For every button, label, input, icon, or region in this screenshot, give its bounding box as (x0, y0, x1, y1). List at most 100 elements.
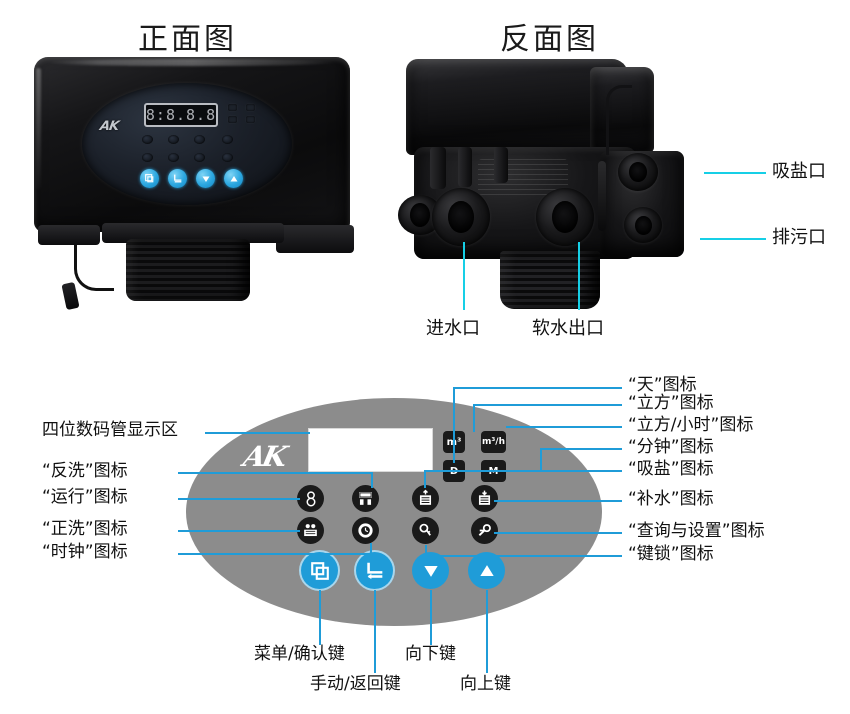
leader-key-lock-h (425, 555, 622, 557)
power-plug (61, 281, 80, 311)
water-inlet-port (432, 188, 490, 246)
menu-confirm-icon (310, 561, 329, 580)
drain-bore (634, 215, 652, 235)
front-key-menu-confirm[interactable] (140, 169, 159, 188)
label-manual-back-key: 手动/返回键 (310, 674, 401, 694)
icon-salt-suction (412, 485, 439, 512)
leader-display-area (205, 432, 310, 434)
water-inlet-bore (448, 201, 474, 233)
led-display-window: 8:8.8.8 (144, 103, 218, 127)
valve-shoulder (102, 223, 284, 243)
label-query-setting-icon: “查询与设置”图标 (628, 521, 765, 541)
status-lamp-refill (222, 135, 233, 144)
icon-clock (352, 517, 379, 544)
photo-label-salt-intake: 吸盐口 (772, 161, 826, 182)
icon-rinse (297, 517, 324, 544)
front-view-photo: AK 8:8.8.8 (28, 55, 368, 311)
leader-soft-water-outlet (578, 242, 580, 310)
front-key-down[interactable] (196, 169, 215, 188)
leader-up-key (486, 590, 488, 673)
label-down-key: 向下键 (405, 644, 456, 664)
photo-label-drain: 排污口 (772, 227, 826, 248)
leader-refill (494, 500, 622, 502)
icon-key-lock (412, 517, 439, 544)
status-lamp-backwash (168, 135, 179, 144)
label-cubic-per-hour-icon: “立方/小时”图标 (628, 415, 754, 435)
leader-query-setting (494, 532, 622, 534)
valve-embossed-text (478, 159, 568, 195)
led-display-value: 8:8.8.8 (145, 106, 217, 124)
indicator-lamp-minute (246, 116, 255, 123)
leader-rinse (178, 530, 300, 532)
valve-cover-right-wing (590, 67, 654, 153)
leader-key-lock-v (425, 545, 427, 557)
label-menu-confirm-key: 菜单/确认键 (254, 644, 345, 664)
label-rinse-icon: “正洗”图标 (42, 519, 128, 539)
power-cable (74, 245, 114, 291)
soft-water-outlet-port (536, 188, 594, 246)
front-view-title: 正面图 (138, 22, 237, 57)
leader-salt-suction-v (424, 470, 426, 488)
backwash-icon (359, 492, 372, 505)
key-up[interactable] (468, 552, 505, 589)
icon-refill (471, 485, 498, 512)
valve-left-side-port-bore (410, 203, 430, 227)
clock-icon (358, 523, 373, 538)
leader-run (178, 498, 300, 500)
threaded-outlet-neck (126, 239, 250, 301)
front-control-panel: AK 8:8.8.8 (82, 83, 292, 205)
rinse-icon (304, 524, 317, 537)
key-manual-back[interactable] (356, 552, 393, 589)
back-threaded-outlet (500, 251, 600, 309)
status-lamp-query-setting (222, 153, 233, 162)
four-digit-display-area (308, 428, 433, 472)
back-view-photo (392, 55, 712, 315)
leader-clock-h (178, 553, 372, 555)
label-backwash-icon: “反洗”图标 (42, 461, 128, 481)
key-lock-icon (419, 523, 431, 536)
icon-query-setting (471, 517, 498, 544)
label-display-area: 四位数码管显示区 (42, 420, 178, 440)
indicator-lamp-cubic (228, 104, 237, 111)
indicator-lamp-cubic-per-hour (246, 104, 255, 111)
label-minute-icon: “分钟”图标 (628, 437, 714, 457)
valve-stub-2 (458, 147, 472, 187)
leader-minute-h2 (540, 448, 622, 450)
drain-port (624, 207, 662, 243)
soft-water-outlet-bore (552, 201, 578, 233)
indicator-lamp-day (228, 116, 237, 123)
leader-manual-back (374, 590, 376, 673)
menu-confirm-icon (145, 174, 154, 183)
leader-cubic-h (473, 404, 622, 406)
sensor-wire-harness (598, 161, 606, 231)
front-key-up[interactable] (224, 169, 243, 188)
housing-left-highlight (36, 67, 41, 190)
status-lamp-clock (168, 153, 179, 162)
indicator-cubic-per-hour-glyph: m³/h (481, 437, 505, 447)
triangle-down-icon (202, 176, 209, 182)
controller-housing: AK 8:8.8.8 (34, 57, 350, 232)
salt-intake-bore (629, 162, 647, 182)
label-clock-icon: “时钟”图标 (42, 542, 128, 562)
leader-cubic-per-hour (506, 426, 622, 428)
manual-back-icon (366, 562, 382, 579)
leader-minute-v (540, 448, 542, 472)
control-cable (606, 85, 632, 155)
icon-backwash (352, 485, 379, 512)
key-menu-confirm[interactable] (301, 552, 338, 589)
label-refill-icon: “补水”图标 (628, 489, 714, 509)
leader-cubic-v (473, 404, 475, 432)
valve-stub-1 (430, 147, 446, 189)
query-setting-icon (478, 524, 491, 536)
leader-down-key (430, 590, 432, 645)
housing-top-highlight (46, 59, 338, 66)
back-view-title: 反面图 (500, 22, 599, 57)
indicator-cubic-per-hour: m³/h (481, 431, 506, 453)
front-key-manual-back[interactable] (168, 169, 187, 188)
photo-label-water-inlet: 进水口 (426, 318, 480, 339)
leader-clock-v (370, 543, 372, 554)
leader-day-v (453, 387, 455, 463)
valve-stub-3 (494, 147, 508, 183)
leader-backwash-v (371, 472, 373, 488)
key-down[interactable] (412, 552, 449, 589)
